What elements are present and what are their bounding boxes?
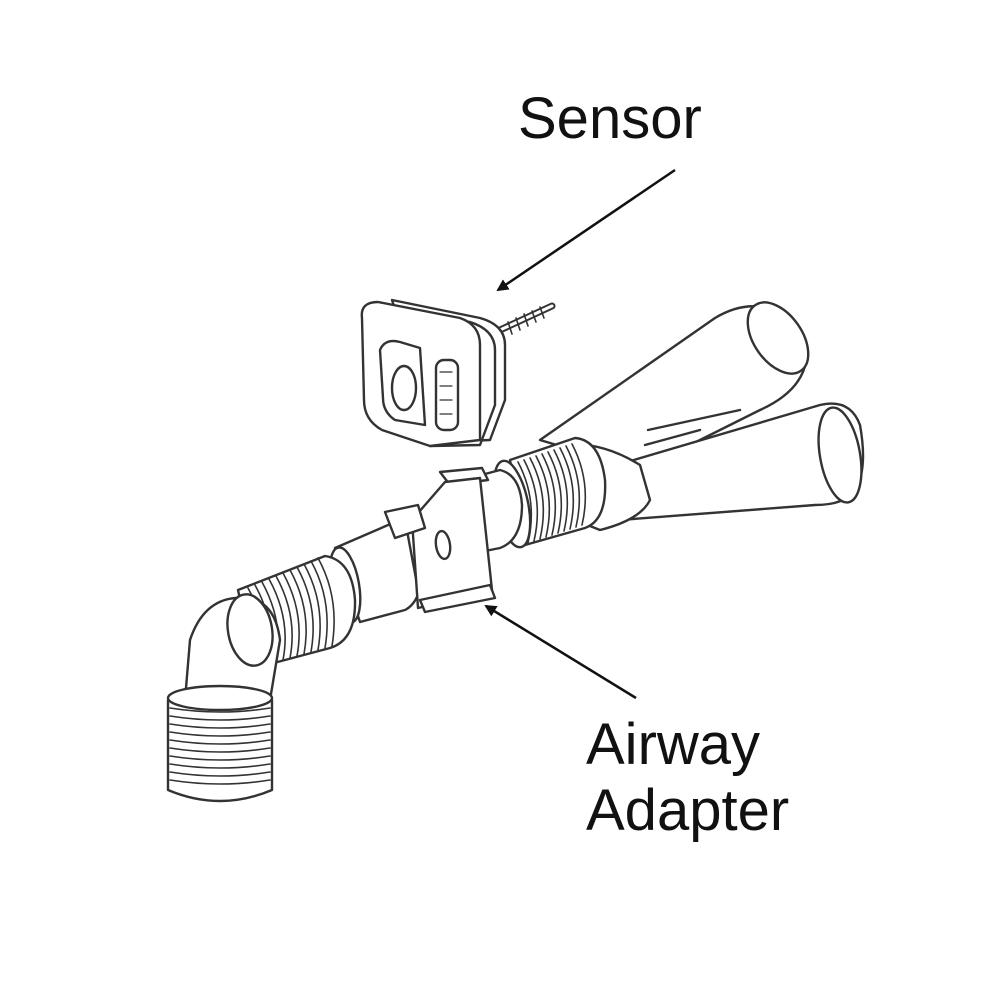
sensor-label: Sensor <box>518 86 702 151</box>
sensor-icon <box>360 298 556 448</box>
airway-adapter-label-line2: Adapter <box>586 778 790 843</box>
airway-adapter-label-line1: Airway <box>586 712 761 777</box>
sensor-arrow-icon <box>496 168 676 292</box>
airway-adapter-arrow-icon <box>484 604 637 700</box>
airway-adapter-label: Airway Adapter <box>586 712 789 844</box>
elbow-tube-icon <box>166 593 282 803</box>
y-piece-icon <box>538 301 865 532</box>
